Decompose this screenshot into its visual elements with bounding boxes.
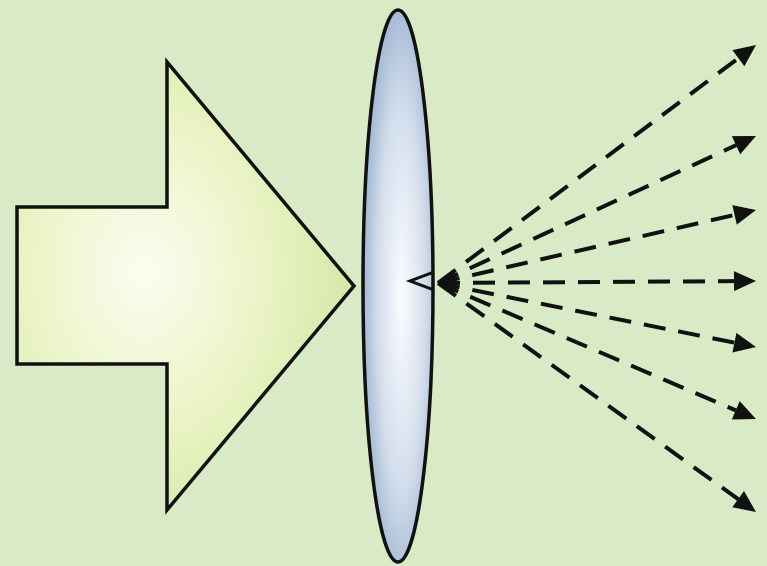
ray-line-4 bbox=[438, 281, 734, 283]
